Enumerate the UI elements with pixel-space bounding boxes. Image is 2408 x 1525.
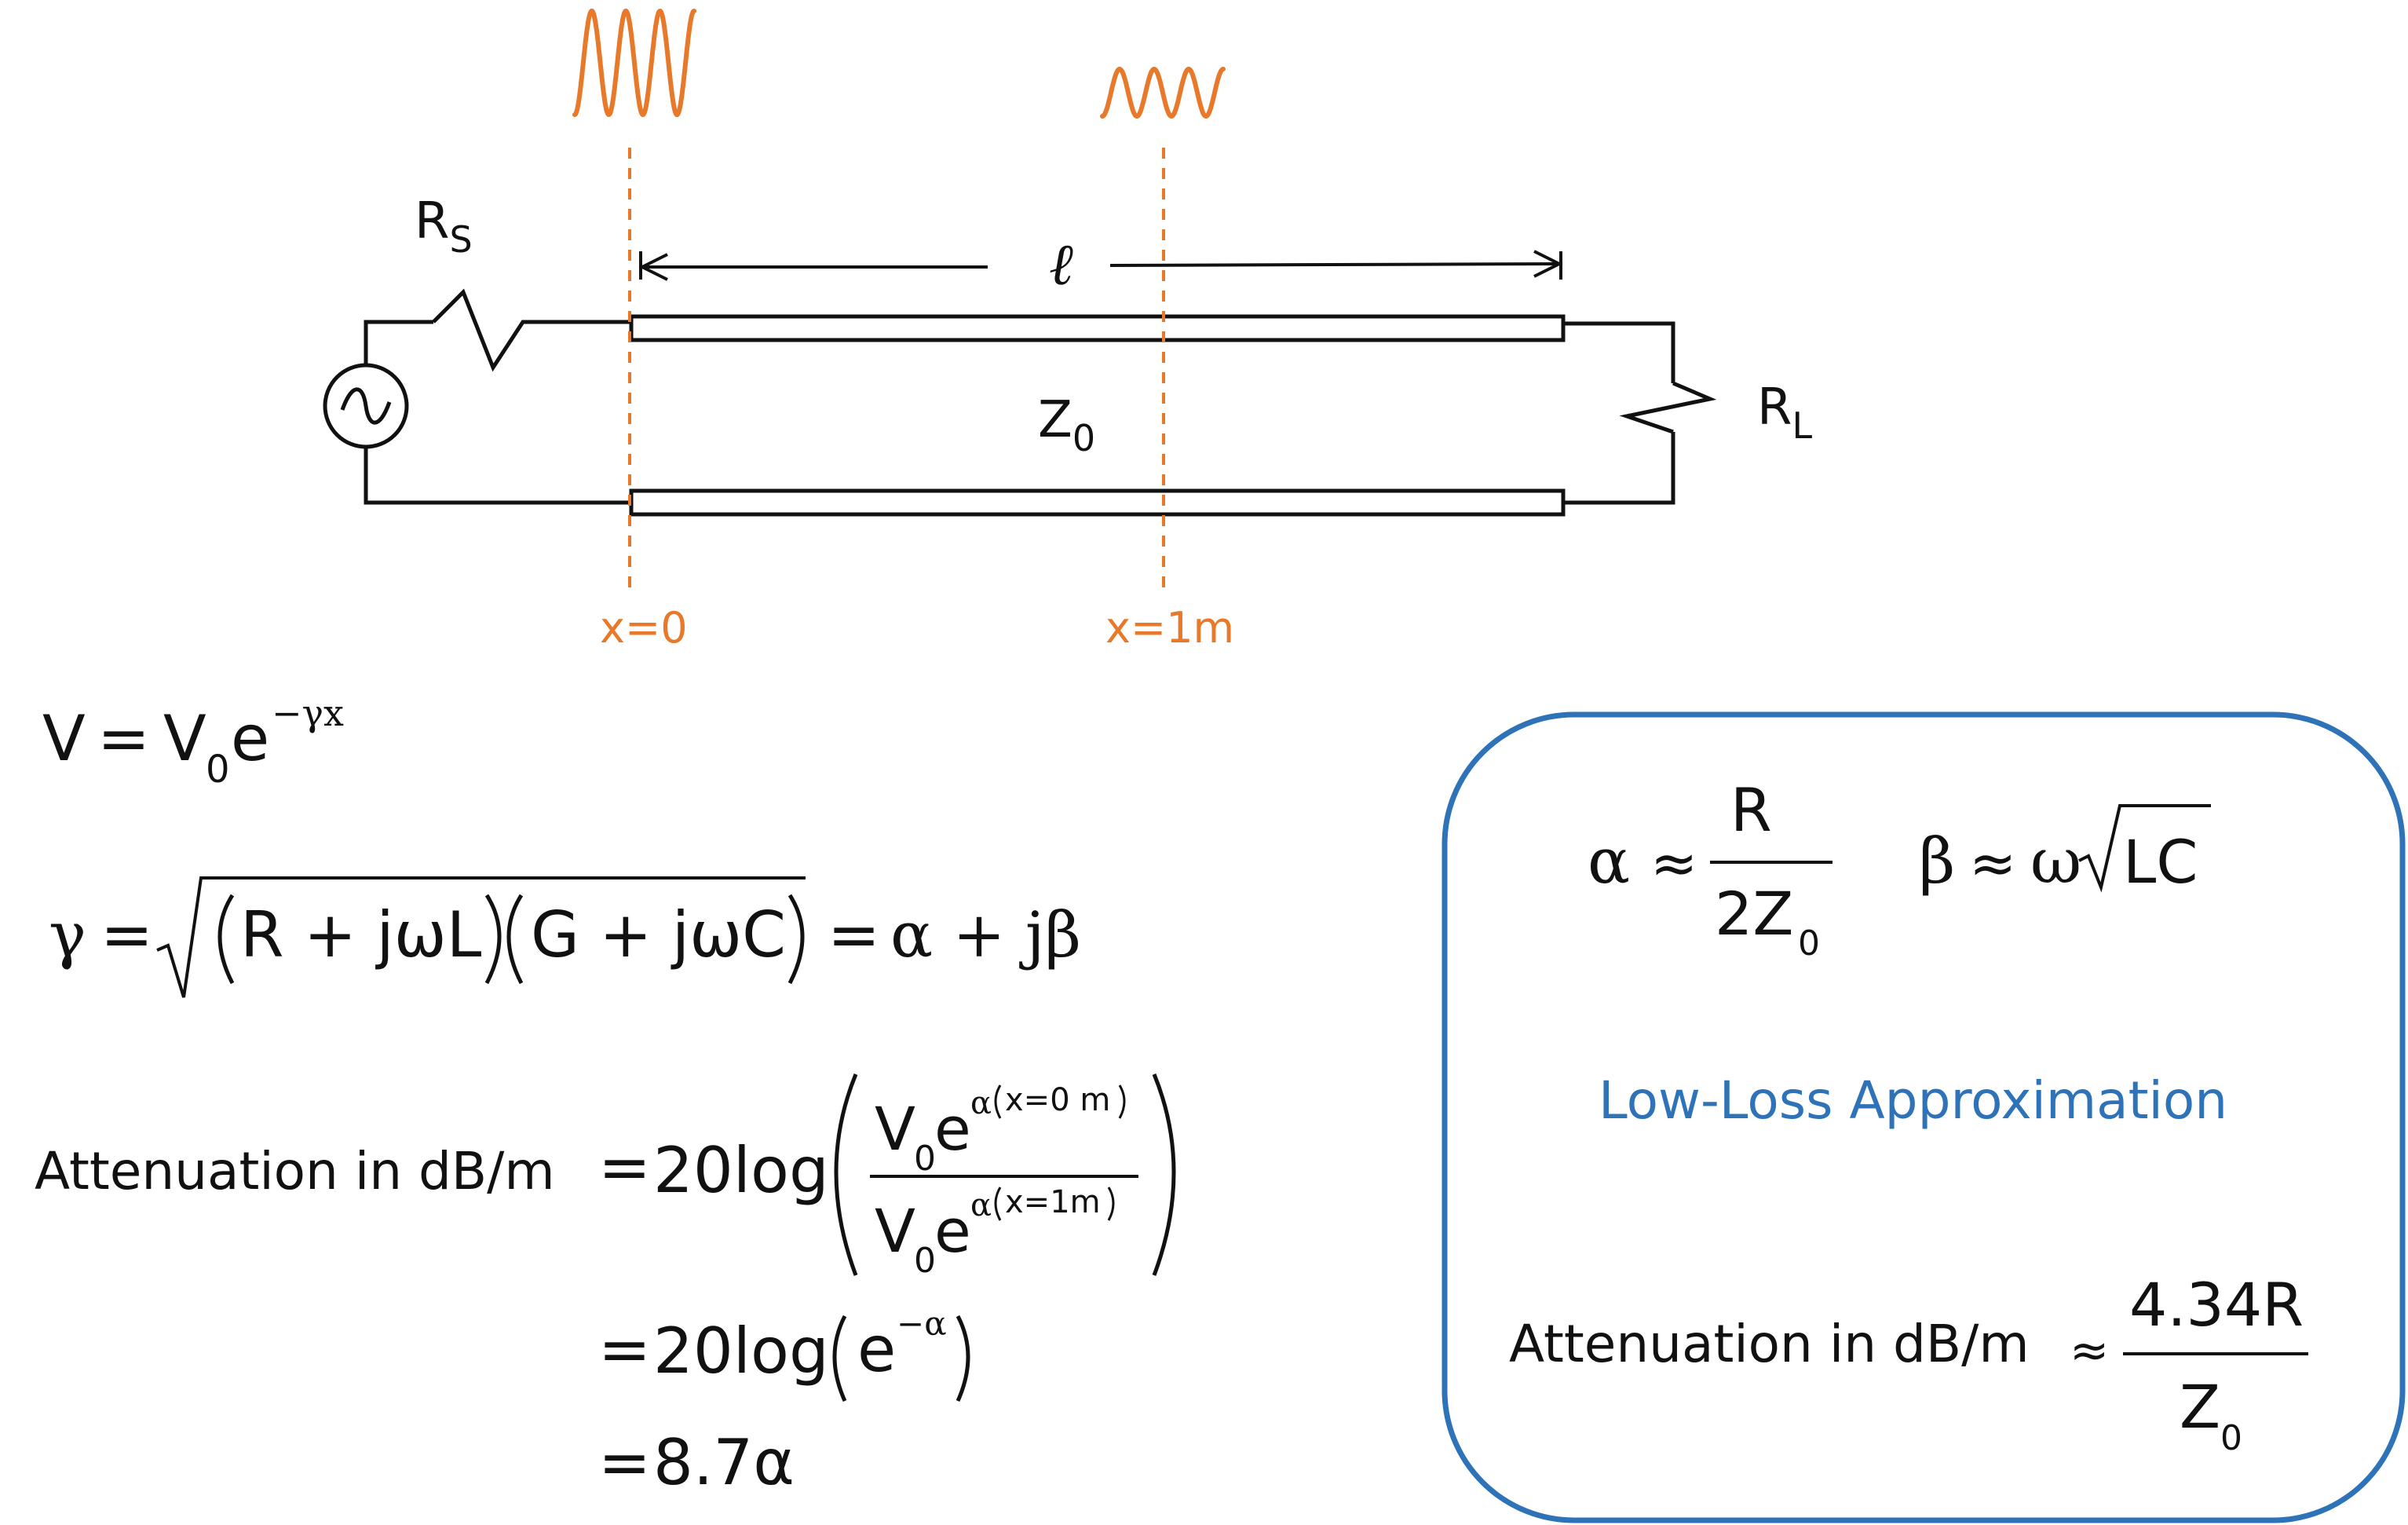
svg-text:=: = bbox=[828, 898, 880, 971]
svg-text:=: = bbox=[598, 1426, 651, 1499]
low-loss-caption: Low-Loss Approximation bbox=[1599, 1070, 2227, 1131]
marker-label-x1: x=1m bbox=[1105, 603, 1234, 653]
bottom-conductor bbox=[629, 488, 1566, 517]
sqrt-radical bbox=[156, 876, 806, 998]
paren-close-2 bbox=[787, 894, 805, 985]
svg-text:R + jωL: R + jωL bbox=[240, 898, 482, 971]
svg-text:2Z: 2Z bbox=[1715, 879, 1793, 949]
load-top-wire bbox=[1563, 321, 1675, 383]
source-bottom-wire bbox=[364, 447, 631, 505]
svg-text:α: α bbox=[970, 1187, 992, 1223]
svg-text:V: V bbox=[875, 1094, 915, 1164]
svg-text:−α: −α bbox=[897, 1304, 947, 1343]
attenuation-approximation: Attenuation in dB/m ≈ 4.34R Z 0 bbox=[1509, 1270, 2308, 1458]
signal-wave-small bbox=[1100, 66, 1226, 119]
load-bottom-wire bbox=[1563, 432, 1675, 505]
svg-text:20log: 20log bbox=[653, 1315, 829, 1388]
signal-wave-large bbox=[572, 8, 696, 118]
svg-text:=: = bbox=[100, 898, 153, 971]
svg-text:x=0 m: x=0 m bbox=[1005, 1082, 1110, 1118]
attenuation-step-three: = 8.7α bbox=[598, 1426, 795, 1499]
source-resistor-zigzag bbox=[432, 288, 631, 372]
big-paren-open bbox=[834, 1073, 858, 1276]
svg-text:=: = bbox=[598, 1131, 651, 1204]
approximation-box bbox=[1442, 711, 2406, 1523]
svg-text:γ: γ bbox=[49, 898, 86, 971]
paren-close-1 bbox=[484, 894, 502, 985]
paren-open-3 bbox=[832, 1315, 847, 1402]
impedance-label: Z0 bbox=[1038, 391, 1095, 459]
ac-source-wave bbox=[340, 387, 392, 425]
svg-text:Attenuation in dB/m: Attenuation in dB/m bbox=[1509, 1314, 2030, 1374]
position-markers bbox=[628, 148, 1165, 597]
svg-text:0: 0 bbox=[1798, 923, 1820, 964]
svg-text:0: 0 bbox=[914, 1241, 936, 1281]
svg-text:x=1m: x=1m bbox=[1005, 1184, 1101, 1220]
svg-text:=: = bbox=[598, 1313, 651, 1386]
svg-text:4.34R: 4.34R bbox=[2129, 1270, 2304, 1340]
svg-text:G + jωC: G + jωC bbox=[531, 898, 786, 971]
svg-text:≈: ≈ bbox=[2070, 1323, 2109, 1378]
top-conductor bbox=[629, 314, 1566, 342]
alpha-approximation: α ≈ R 2Z 0 bbox=[1588, 775, 1832, 964]
paren-close-3 bbox=[956, 1315, 970, 1402]
num-arg-paren-close bbox=[1118, 1084, 1126, 1119]
length-arrow-left bbox=[638, 253, 668, 281]
svg-text:0: 0 bbox=[206, 748, 230, 792]
den-arg-paren-close bbox=[1107, 1187, 1115, 1221]
source-resistor-label: RS bbox=[415, 192, 473, 261]
voltage-equation: V = V 0 e −γx bbox=[42, 692, 344, 792]
svg-text:V: V bbox=[875, 1196, 915, 1266]
svg-text:−γx: −γx bbox=[272, 692, 344, 734]
svg-text:α: α bbox=[970, 1085, 992, 1121]
svg-text:α + jβ: α + jβ bbox=[890, 898, 1081, 971]
paren-open-1 bbox=[217, 894, 235, 985]
length-arrow-right bbox=[1533, 250, 1563, 278]
den-arg-paren-open bbox=[994, 1187, 1002, 1221]
beta-approximation: β ≈ ω LC bbox=[1919, 804, 2211, 898]
svg-text:e: e bbox=[934, 1196, 971, 1266]
svg-text:≈: ≈ bbox=[1969, 830, 2016, 896]
load-resistor-label: RL bbox=[1757, 379, 1812, 447]
length-label: ℓ bbox=[1049, 231, 1073, 298]
svg-text:R: R bbox=[1730, 775, 1772, 845]
svg-text:0: 0 bbox=[914, 1139, 936, 1179]
paren-open-2 bbox=[506, 894, 524, 985]
svg-text:V: V bbox=[42, 702, 86, 775]
length-dimension bbox=[638, 250, 1563, 281]
svg-text:8.7α: 8.7α bbox=[653, 1426, 795, 1499]
marker-label-x0: x=0 bbox=[600, 603, 688, 653]
svg-text:≈: ≈ bbox=[1650, 830, 1697, 896]
source-top-wire bbox=[364, 320, 433, 365]
svg-text:α: α bbox=[1588, 825, 1630, 898]
circuit bbox=[323, 288, 1717, 517]
svg-text:e: e bbox=[934, 1094, 971, 1164]
svg-text:20log: 20log bbox=[653, 1134, 829, 1207]
load-resistor-zigzag bbox=[1619, 381, 1717, 434]
svg-text:0: 0 bbox=[2220, 1418, 2242, 1458]
svg-text:LC: LC bbox=[2123, 827, 2198, 897]
num-arg-paren-open bbox=[994, 1084, 1002, 1119]
attenuation-step-two: = 20log e −α bbox=[598, 1304, 970, 1402]
svg-text:Z: Z bbox=[2180, 1372, 2220, 1442]
svg-text:=: = bbox=[97, 702, 150, 775]
svg-text:Attenuation in dB/m: Attenuation in dB/m bbox=[35, 1141, 555, 1201]
svg-text:e: e bbox=[857, 1313, 896, 1386]
svg-text:β: β bbox=[1919, 825, 1955, 898]
big-paren-close bbox=[1152, 1073, 1176, 1276]
beta-sqrt-radical bbox=[2078, 804, 2211, 893]
attenuation-equation: Attenuation in dB/m = 20log V 0 e α x=0 … bbox=[35, 1073, 1176, 1281]
propagation-constant-equation: γ = R + jωL G + jωC = α + jβ bbox=[49, 876, 1081, 998]
svg-text:e: e bbox=[231, 702, 269, 775]
svg-text:V: V bbox=[163, 702, 206, 775]
svg-text:ω: ω bbox=[2030, 825, 2081, 898]
